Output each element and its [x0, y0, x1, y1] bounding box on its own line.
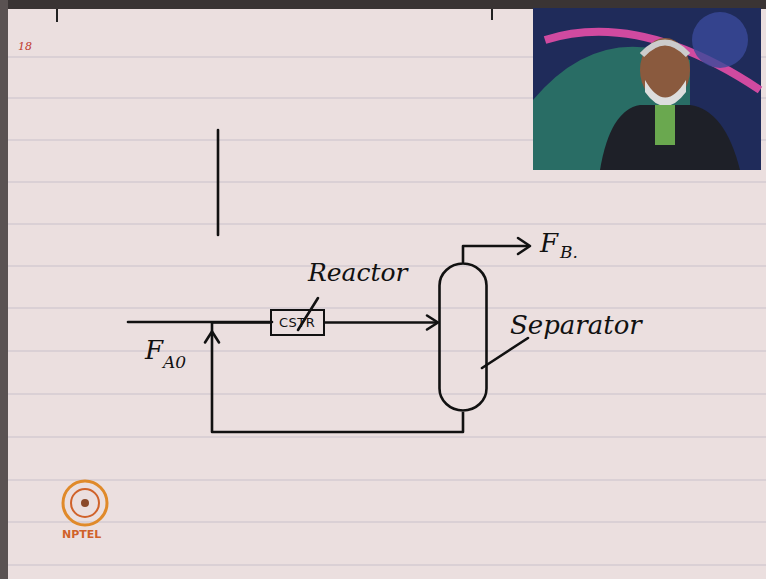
stream-symbol: F — [540, 228, 558, 258]
part-name: Reactor — [308, 258, 408, 287]
vessel-outline — [438, 262, 488, 412]
stream-line — [325, 316, 438, 330]
stream-subscript: A0 — [163, 352, 186, 372]
video-inset — [533, 8, 761, 170]
logo-text: NPTEL — [62, 528, 101, 541]
stream-line — [205, 323, 463, 433]
process-box: CSTR — [270, 309, 325, 336]
nptel-logo — [63, 481, 107, 525]
part-name: Separator — [510, 310, 642, 340]
page-number: 18 — [18, 40, 32, 53]
stream-symbol: F — [145, 335, 163, 365]
stream-subscript: B. — [560, 242, 578, 262]
separator-vessel: Separator — [438, 262, 488, 412]
box-text: CSTR — [279, 315, 316, 330]
